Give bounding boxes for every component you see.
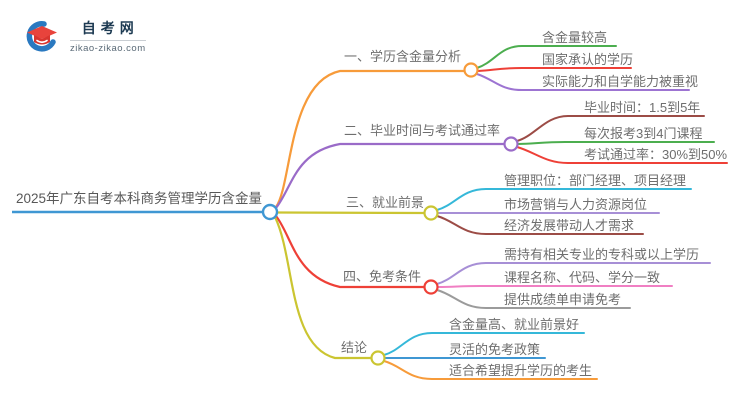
site-name: 自考网 [81,20,139,36]
branch-1-child-2-label: 国家承认的学历 [542,52,634,67]
branch-3-lines [275,188,692,235]
branch-4-child-2-label: 课程名称、代码、学分一致 [504,270,661,285]
branch-1-lines [274,45,690,209]
root-node-circle [261,203,279,221]
site-logo: 自考网 zikao-zikao.com [26,18,146,54]
branch-2-child-3-label: 考试通过率：30%到50% [584,147,728,162]
branch-1-child-1-label: 含金量较高 [542,30,608,45]
site-url: zikao-zikao.com [70,40,146,54]
branch-1-label: 一、学历含金量分析 [344,49,462,64]
branch-4-node-circle [423,279,439,295]
branch-4-lines [274,214,711,309]
root-node-label: 2025年广东自考本科商务管理学历含金量 [16,191,263,206]
branch-5-child-3-label: 适合希望提升学历的考生 [449,363,593,378]
branch-4-child-1-label: 需持有相关专业的专科或以上学历 [504,247,700,262]
branch-5-node-circle [370,350,386,366]
branch-3-node-circle [423,205,439,221]
branch-4-child-3-label: 提供成绩单申请免考 [504,292,622,307]
branch-2-child-1-label: 毕业时间：1.5到5年 [584,100,701,115]
graduation-cap-icon [26,21,57,52]
branch-2-child-2-label: 每次报考3到4门课程 [584,126,703,141]
branch-5-child-1-label: 含金量高、就业前景好 [449,317,580,332]
branch-3-child-3-label: 经济发展带动人才需求 [504,218,635,233]
branch-2-label: 二、毕业时间与考试通过率 [344,123,501,138]
branch-5-lines [273,215,598,380]
branch-3-child-2-label: 市场营销与人力资源岗位 [504,197,648,212]
branch-1-node-circle [463,62,479,78]
branch-1-child-3-label: 实际能力和自学能力被重视 [542,74,699,89]
branch-4-label: 四、免考条件 [343,269,422,284]
branch-2-lines [274,115,728,210]
branch-3-label: 三、就业前景 [346,195,425,210]
branch-5-label: 结论 [341,340,368,355]
branch-2-node-circle [503,136,519,152]
branch-3-child-1-label: 管理职位：部门经理、项目经理 [504,173,687,188]
branch-5-child-2-label: 灵活的免考政策 [449,342,541,357]
